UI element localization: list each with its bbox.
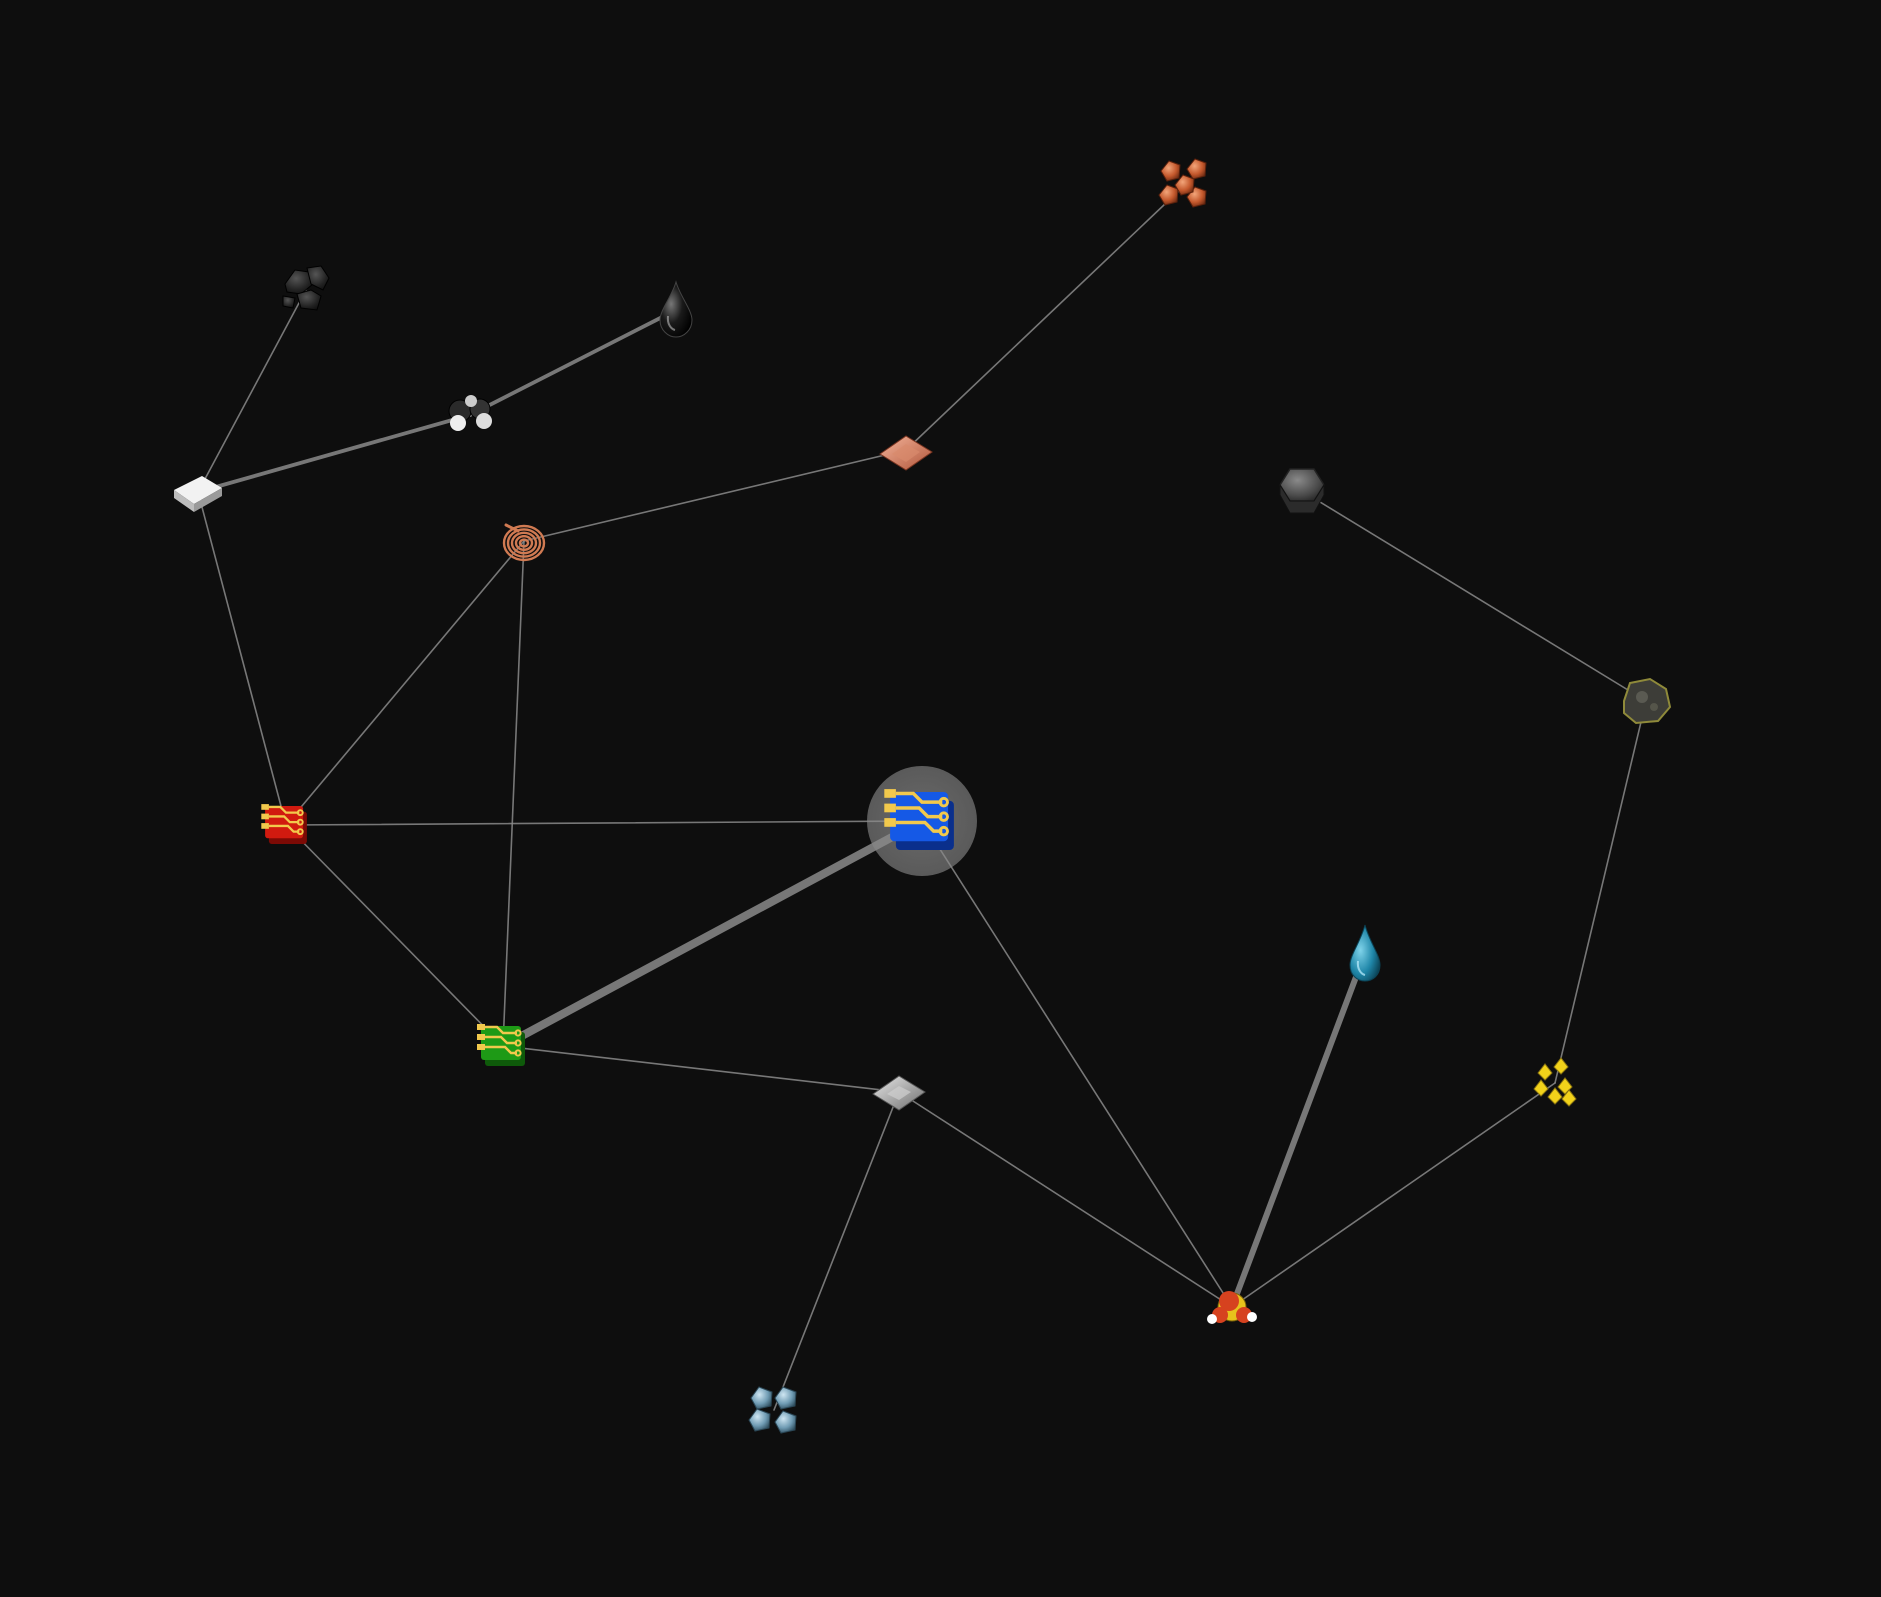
iron-plate-icon [872,1075,926,1111]
edge-sulfur-to-sulfuric-acid [1231,1082,1556,1308]
node-sulfuric-acid[interactable] [1207,1291,1257,1324]
node-copper-plate[interactable] [879,435,933,471]
edge-copper-plate-to-copper-cable [523,449,907,542]
edge-copper-cable-to-processing-unit [502,540,525,1047]
node-copper-ore[interactable] [1158,158,1207,208]
edge-processing-unit-to-electronic-circuit [498,816,927,1051]
plastic-bar-icon [174,476,222,512]
node-coal[interactable] [282,265,330,311]
copper-plate-icon [879,435,933,471]
edge-water-to-sulfuric-acid [1229,950,1368,1310]
copper-ore-icon [1158,158,1207,208]
node-stone[interactable] [1623,677,1672,725]
petroleum-gas-icon [448,395,492,431]
node-iron-plate[interactable] [872,1075,926,1111]
edge-iron-ore-to-iron-plate [773,1091,900,1411]
stone-icon [1623,677,1672,725]
crude-oil-icon [659,280,693,338]
edge-iron-plate-to-sulfuric-acid [898,1091,1233,1308]
processing-unit-icon [477,1024,525,1066]
node-iron-ore[interactable] [748,1386,797,1434]
node-stone-brick[interactable] [1279,468,1325,514]
stone-brick-icon [1279,468,1325,514]
edge-stone-to-sulfur [1554,700,1647,1084]
edge-copper-cable-to-advanced-circuit [285,540,525,826]
node-copper-cable[interactable] [502,523,546,562]
edge-coal-to-plastic-bar [197,287,308,493]
edge-processing-unit-to-iron-plate [502,1045,900,1093]
coal-icon [282,265,330,311]
edge-advanced-circuit-to-electronic-circuit [285,820,923,826]
sulfur-icon [1533,1057,1577,1107]
node-crude-oil[interactable] [659,280,693,338]
edge-electronic-circuit-to-sulfuric-acid [921,820,1233,1308]
sulfuric-acid-icon [1207,1291,1257,1324]
edges-layer [196,184,1647,1411]
edge-petroleum-gas-to-plastic-bar [196,413,472,494]
node-electronic-circuit[interactable] [884,789,954,850]
edge-crude-oil-to-petroleum-gas [468,308,678,417]
edge-copper-ore-to-copper-plate [905,184,1186,451]
node-sulfur[interactable] [1533,1057,1577,1107]
water-icon [1349,924,1381,982]
advanced-circuit-icon [261,804,307,844]
node-advanced-circuit[interactable] [261,804,307,844]
edge-plastic-bar-to-advanced-circuit [197,491,287,826]
node-petroleum-gas[interactable] [448,395,492,431]
node-water[interactable] [1349,924,1381,982]
electronic-circuit-icon [884,789,954,850]
edge-advanced-circuit-to-processing-unit [285,824,504,1047]
nodes-layer [174,158,1672,1434]
copper-cable-icon [502,523,546,562]
node-plastic-bar[interactable] [174,476,222,512]
iron-ore-icon [748,1386,797,1434]
edge-stone-brick-to-stone [1301,490,1647,702]
node-processing-unit[interactable] [477,1024,525,1066]
